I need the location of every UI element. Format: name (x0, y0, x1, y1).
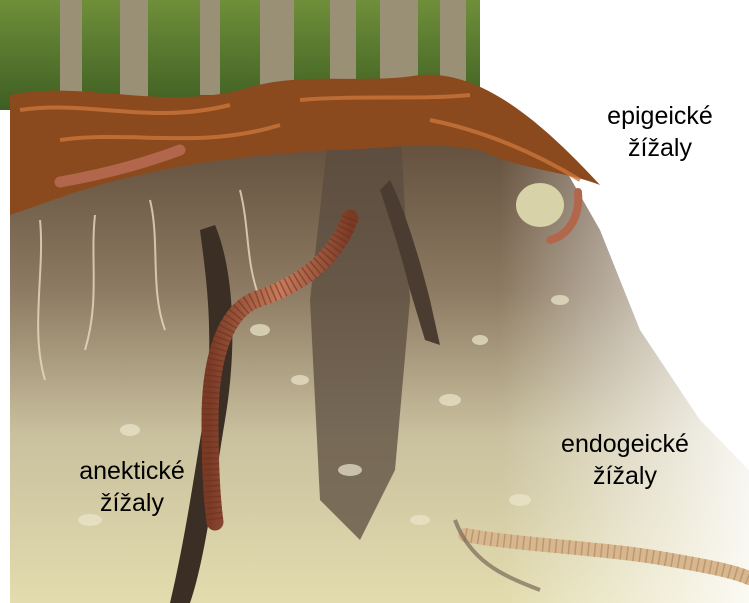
anecic-worms-label: anektické žížaly (32, 455, 232, 519)
anecic-label-line1: anektické (32, 455, 232, 487)
epigeic-label-line1: epigeické (560, 100, 749, 132)
litter-stone (516, 183, 564, 227)
anecic-label-line2: žížaly (32, 487, 232, 519)
endogeic-label-line1: endogeické (525, 428, 725, 460)
epigeic-label-line2: žížaly (560, 132, 749, 164)
endogeic-worms-label: endogeické žížaly (525, 428, 725, 492)
endogeic-label-line2: žížaly (525, 460, 725, 492)
epigeic-worms-label: epigeické žížaly (560, 100, 749, 164)
